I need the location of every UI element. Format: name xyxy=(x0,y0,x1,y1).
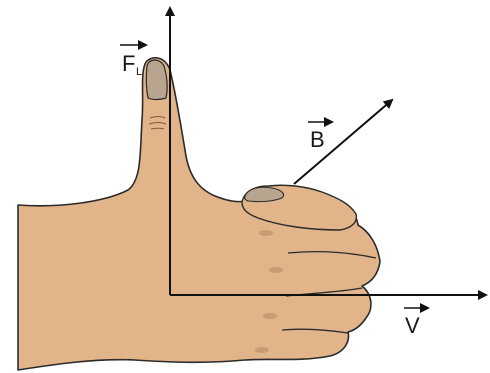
force-letter: F xyxy=(122,51,135,76)
force-label: F L xyxy=(120,40,148,78)
thumb-nail xyxy=(145,59,168,101)
knuckle-mark xyxy=(259,230,273,236)
velocity-label: V xyxy=(404,303,430,338)
velocity-letter: V xyxy=(405,313,420,338)
hand-illustration xyxy=(17,56,381,371)
knuckle-mark xyxy=(269,267,283,273)
thumb-crease xyxy=(150,127,165,130)
index-fingernail xyxy=(244,186,285,203)
knuckle-mark xyxy=(263,313,277,319)
knuckle-mark xyxy=(255,347,269,353)
vector-arrows xyxy=(165,6,488,300)
field-letter: B xyxy=(310,127,325,152)
thumb-crease xyxy=(149,116,166,119)
thumb-crease xyxy=(148,122,167,125)
finger-crease xyxy=(287,250,377,259)
finger-crease xyxy=(281,328,349,334)
field-vector-arrow xyxy=(293,98,394,185)
field-label: B xyxy=(308,117,334,152)
force-subscript: L xyxy=(136,66,142,78)
